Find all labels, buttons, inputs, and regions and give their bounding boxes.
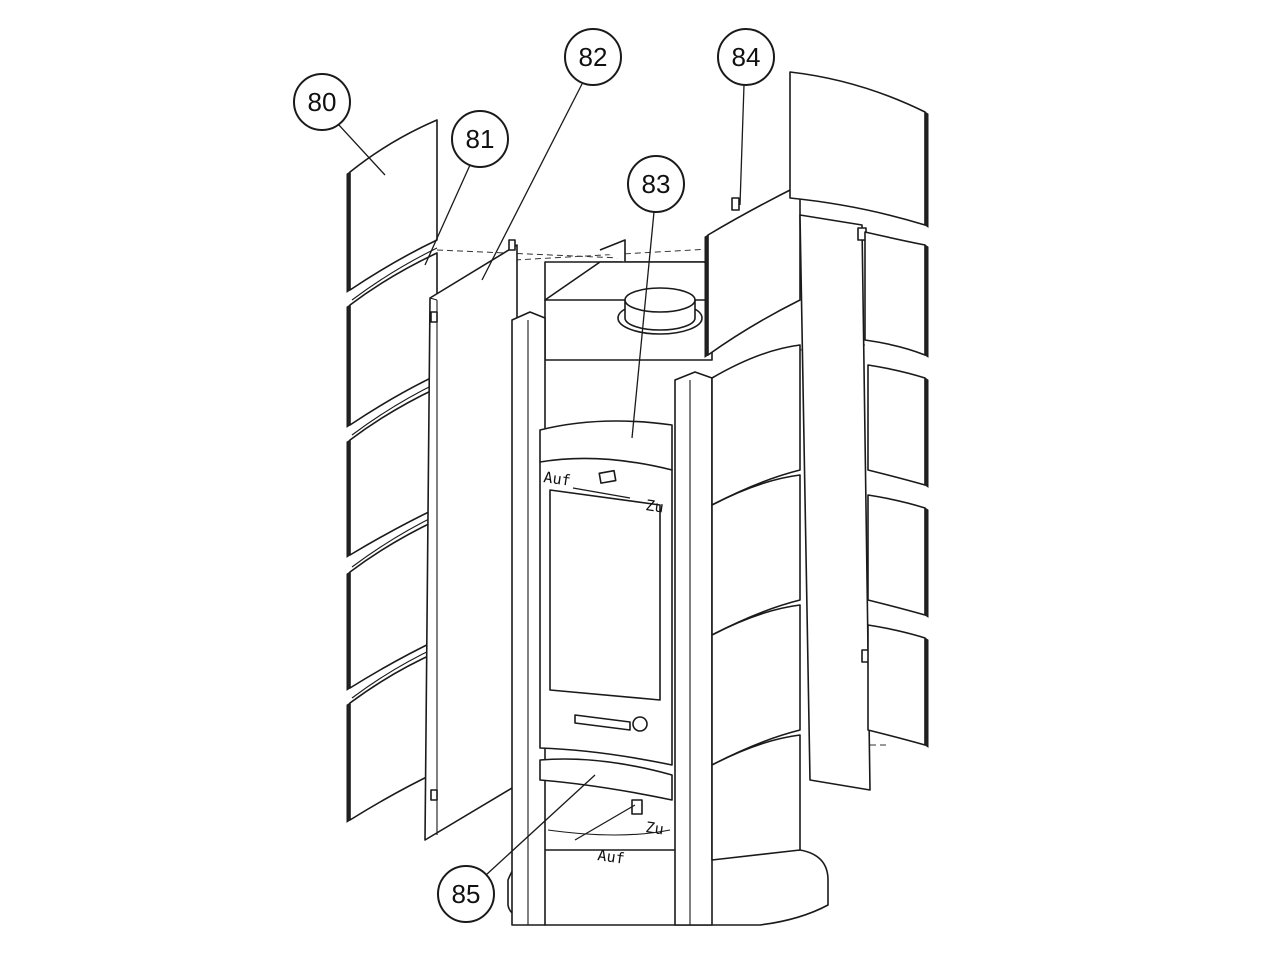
callout-80: 80 <box>293 73 351 131</box>
side-panel-82 <box>424 239 518 841</box>
tile-81 <box>346 247 438 428</box>
right-side-panel <box>799 214 871 791</box>
label-door-open: Auf <box>542 468 571 490</box>
svg-text:81: 81 <box>466 124 495 154</box>
svg-text:85: 85 <box>452 879 481 909</box>
door-glass <box>549 489 661 701</box>
callout-83: 83 <box>627 155 685 213</box>
label-door-close: Zu <box>644 496 664 516</box>
tile-80 <box>346 119 438 293</box>
callout-81: 81 <box>451 110 509 168</box>
callout-82: 82 <box>564 28 622 86</box>
tile-left-5 <box>346 646 438 823</box>
top-panel-84 <box>704 184 801 358</box>
door-handle <box>574 714 631 731</box>
stove-body <box>507 239 829 926</box>
annotations: Auf Zu Zu Auf <box>542 468 664 868</box>
left-tile-column <box>346 119 438 823</box>
callout-84: 84 <box>717 28 775 86</box>
leader-lines <box>337 83 745 876</box>
svg-text:84: 84 <box>732 42 761 72</box>
arrow-door <box>572 487 631 499</box>
stove-right-tiles <box>711 344 801 861</box>
svg-text:82: 82 <box>579 42 608 72</box>
label-ash-close: Zu <box>644 818 664 838</box>
label-ash-open: Auf <box>596 846 625 868</box>
arrow-ash <box>574 804 636 841</box>
right-tile-column <box>789 71 929 748</box>
svg-text:83: 83 <box>642 169 671 199</box>
callout-85: 85 <box>437 865 495 923</box>
svg-text:80: 80 <box>308 87 337 117</box>
tile-left-3 <box>346 382 438 558</box>
